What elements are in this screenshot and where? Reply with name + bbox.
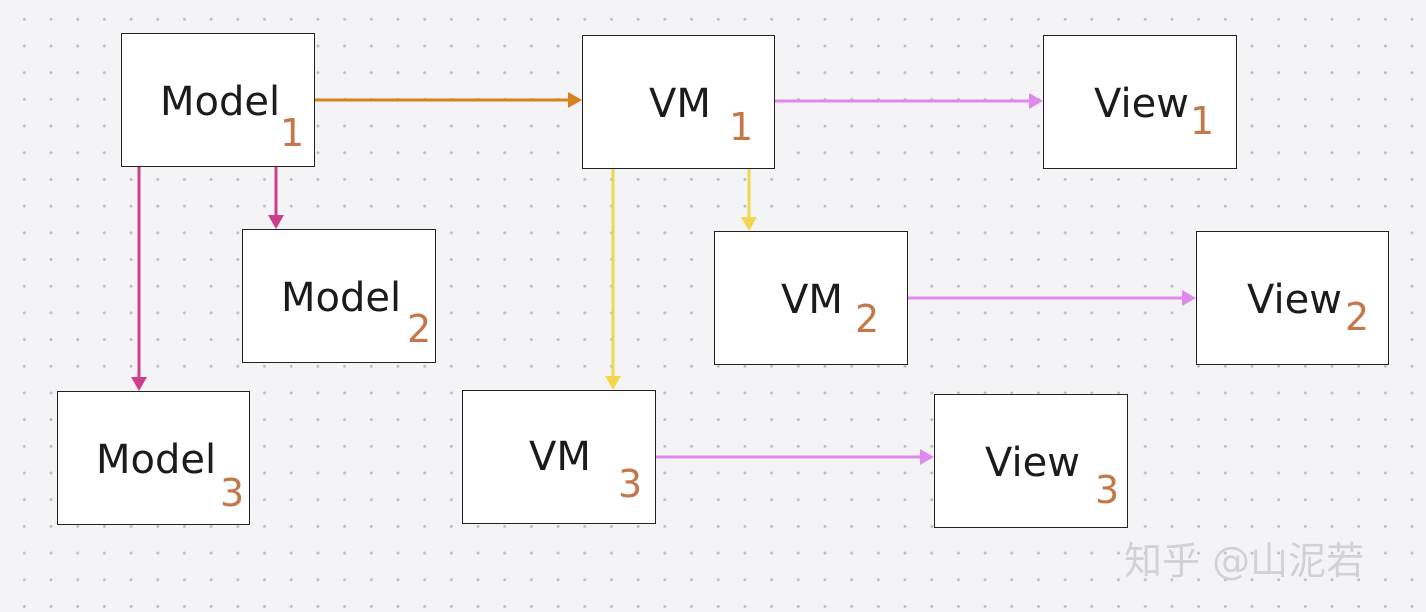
view-2-box[interactable]: View 2 — [1196, 231, 1389, 365]
vm-3-label: VM — [529, 434, 591, 480]
view-1-subscript: 1 — [1190, 99, 1215, 143]
vm-1-label: VM — [649, 81, 711, 127]
model-1-label: Model — [160, 79, 281, 125]
vm-2-label: VM — [781, 277, 843, 323]
view-1-box[interactable]: View 1 — [1043, 35, 1237, 169]
arrowhead-vm3-to-view3 — [920, 449, 934, 465]
view-1-label: View — [1094, 81, 1189, 127]
vm-2-subscript: 2 — [855, 297, 880, 341]
vm-2-box[interactable]: VM 2 — [714, 231, 908, 365]
arrowhead-model1-to-model2 — [268, 215, 284, 229]
vm-1-subscript: 1 — [729, 105, 754, 149]
vm-1-box[interactable]: VM 1 — [582, 35, 775, 169]
arrowhead-vm1-to-view1 — [1029, 93, 1043, 109]
model-2-subscript: 2 — [407, 307, 432, 351]
view-2-label: View — [1247, 277, 1342, 323]
arrowhead-vm2-to-view2 — [1182, 290, 1196, 306]
vm-3-box[interactable]: VM 3 — [462, 390, 656, 524]
vm-3-subscript: 3 — [618, 462, 643, 506]
arrowhead-vm1-to-vm2 — [741, 217, 757, 231]
model-3-label: Model — [96, 437, 217, 483]
view-3-subscript: 3 — [1095, 468, 1120, 512]
model-3-subscript: 3 — [220, 471, 245, 515]
watermark: 知乎 @山泥若 — [1124, 539, 1365, 583]
model-2-label: Model — [281, 275, 402, 321]
view-3-label: View — [985, 440, 1080, 486]
model-2-box[interactable]: Model 2 — [242, 229, 436, 363]
view-3-box[interactable]: View 3 — [934, 394, 1128, 528]
model-3-box[interactable]: Model 3 — [57, 391, 250, 525]
model-1-box[interactable]: Model 1 — [121, 33, 315, 167]
arrowhead-model1-to-model3 — [131, 377, 147, 391]
model-1-subscript: 1 — [280, 111, 305, 155]
arrowhead-vm1-to-vm3 — [605, 376, 621, 390]
arrowhead-model1-to-vm1 — [568, 92, 582, 108]
view-2-subscript: 2 — [1345, 295, 1370, 339]
